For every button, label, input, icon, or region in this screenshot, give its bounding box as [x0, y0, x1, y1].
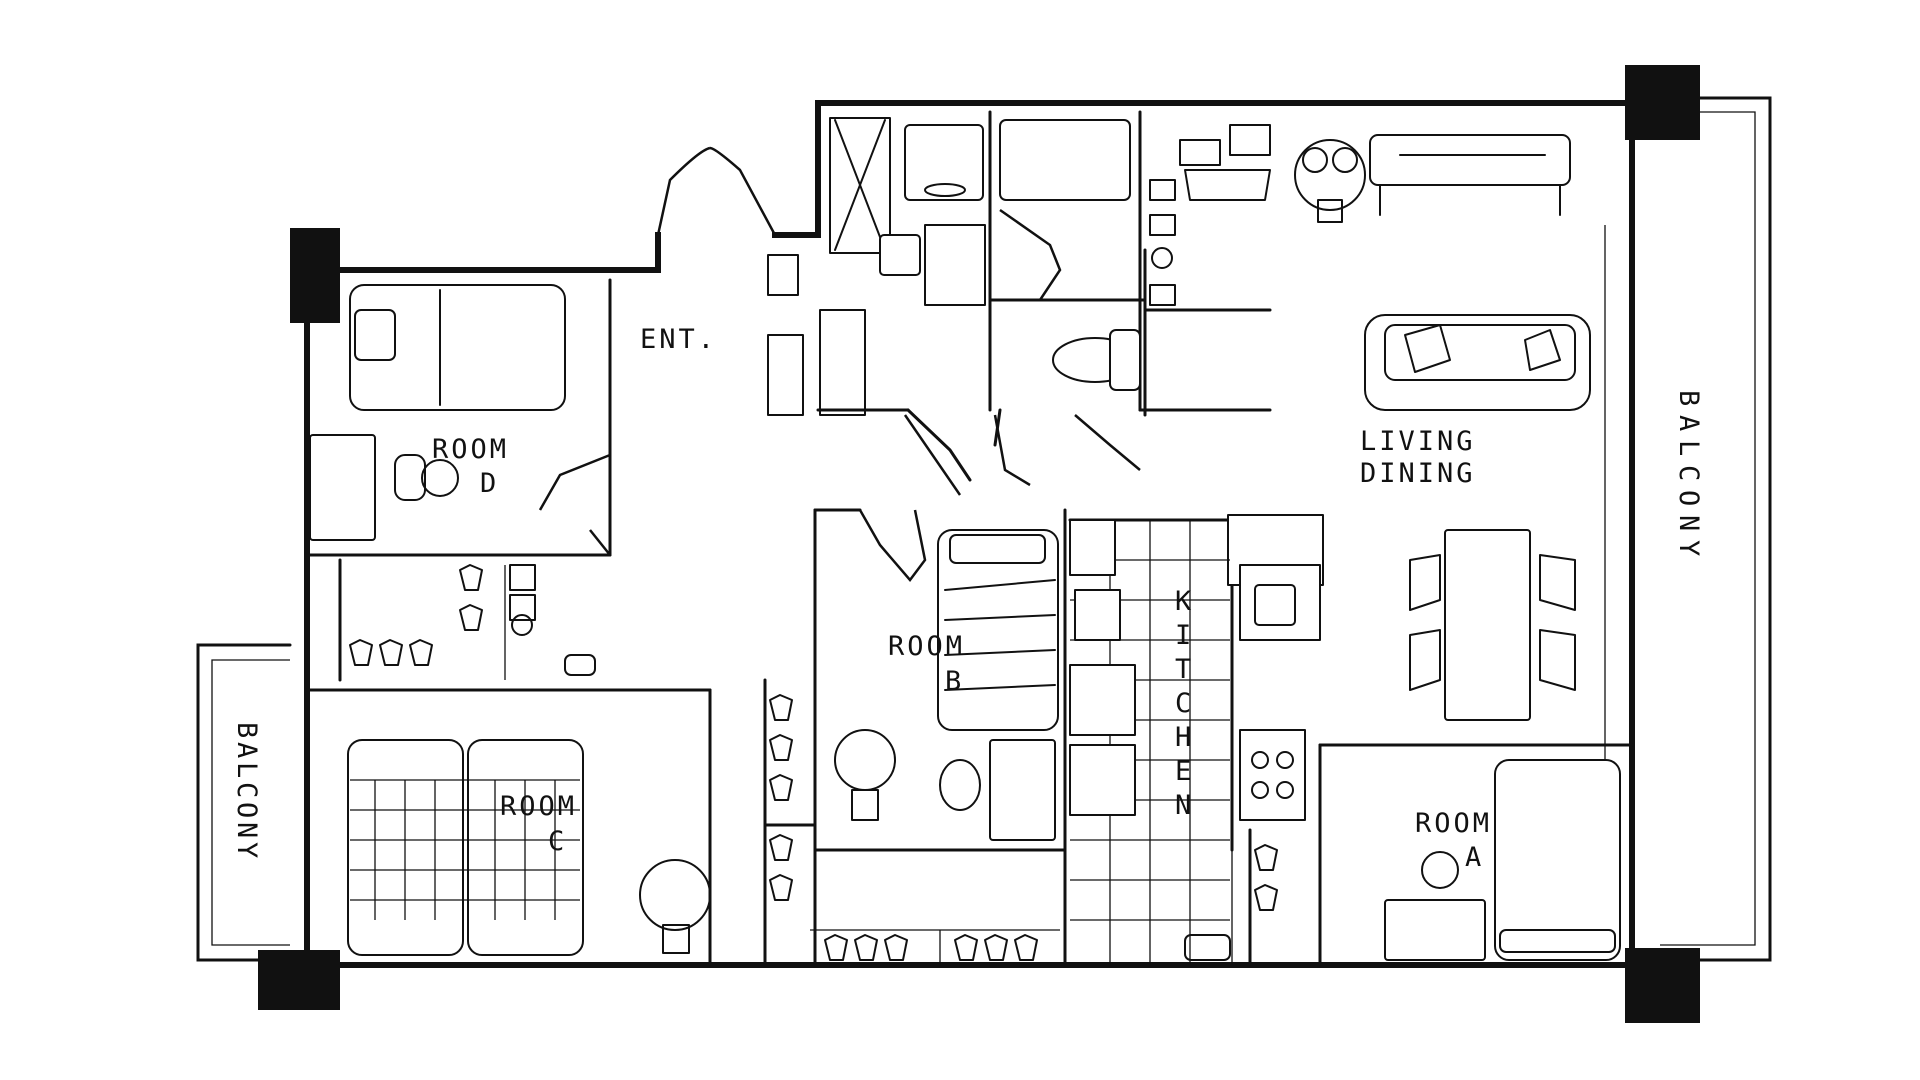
- label-kitchen-letter: K: [1175, 586, 1194, 617]
- label-living: LIVING: [1360, 426, 1476, 457]
- label-kitchen-letter: H: [1175, 722, 1194, 753]
- label-balcony-letter: N: [1673, 515, 1704, 534]
- label-balcony-letter: Y: [1673, 540, 1704, 559]
- structural-columns: [258, 65, 1700, 1023]
- room-c-bed-grid: [350, 779, 580, 920]
- label-balcony-letter: N: [231, 822, 262, 841]
- label-room-c-line1: ROOM: [500, 791, 577, 822]
- furniture: [309, 117, 1621, 965]
- label-balcony-letter: C: [231, 782, 262, 801]
- label-kitchen-letter: N: [1175, 790, 1194, 821]
- label-room-b-line2: B: [945, 666, 964, 697]
- label-balcony-left: B A L C O N Y: [231, 722, 262, 861]
- label-kitchen: K I T C H E N: [1175, 586, 1194, 821]
- label-balcony-letter: L: [1673, 440, 1704, 459]
- kitchen-floor-tiles: [1070, 520, 1230, 965]
- label-room-a-line1: ROOM: [1415, 808, 1492, 839]
- label-balcony-right: B A L C O N Y: [1673, 390, 1704, 559]
- label-kitchen-letter: E: [1175, 756, 1194, 787]
- label-kitchen-letter: C: [1175, 688, 1194, 719]
- label-room-b-line1: ROOM: [888, 631, 965, 662]
- interior-walls: [305, 110, 1634, 967]
- room-labels: ENT. ROOM D ROOM C ROOM B ROOM A LIVING …: [231, 324, 1704, 873]
- label-balcony-letter: Y: [231, 842, 262, 861]
- label-balcony-letter: B: [1673, 390, 1704, 409]
- label-balcony-letter: A: [1673, 415, 1704, 434]
- label-kitchen-letter: I: [1175, 620, 1194, 651]
- label-entrance: ENT.: [640, 324, 717, 355]
- label-balcony-letter: O: [1673, 490, 1704, 509]
- label-dining: DINING: [1360, 458, 1476, 489]
- label-balcony-letter: C: [1673, 465, 1704, 484]
- label-balcony-letter: L: [231, 762, 262, 781]
- label-room-a-line2: A: [1465, 842, 1484, 873]
- label-room-c-line2: C: [548, 826, 567, 857]
- label-kitchen-letter: T: [1175, 654, 1194, 685]
- label-room-d-line2: D: [480, 468, 499, 499]
- label-balcony-letter: B: [231, 722, 262, 741]
- label-balcony-letter: A: [231, 742, 262, 761]
- label-room-d-line1: ROOM: [432, 434, 509, 465]
- label-balcony-letter: O: [231, 802, 262, 821]
